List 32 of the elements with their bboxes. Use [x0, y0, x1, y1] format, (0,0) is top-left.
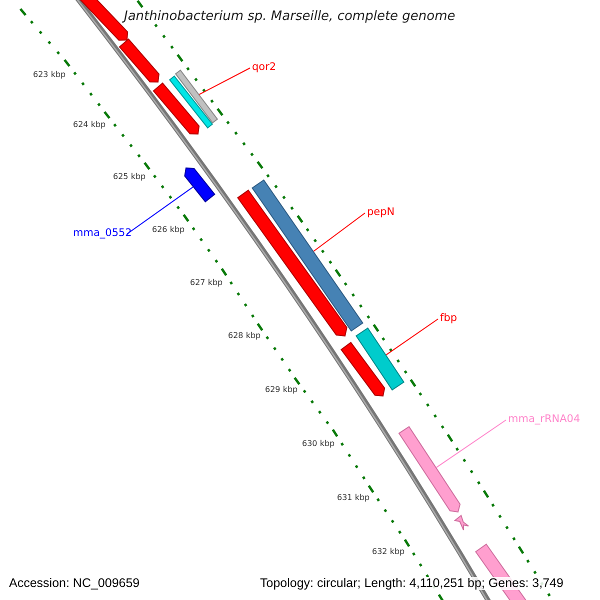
gene-label: qor2	[252, 62, 276, 72]
gene-feature	[454, 514, 469, 530]
gene-label: pepN	[367, 207, 395, 218]
tick-label: 625 kbp	[113, 173, 146, 181]
leader-line	[126, 186, 194, 234]
gene-feature	[174, 69, 218, 124]
tick-label: 626 kbp	[152, 226, 185, 234]
tick-label: 628 kbp	[228, 332, 261, 340]
tick-label: 624 kbp	[73, 121, 106, 129]
gene-feature	[118, 38, 160, 82]
gene-label: mma_0552	[73, 228, 132, 238]
gene-feature	[398, 426, 461, 513]
gene-feature	[184, 167, 216, 202]
leader-line	[313, 212, 366, 252]
gene-label: fbp	[440, 313, 458, 324]
leader-line	[386, 318, 438, 356]
tick-label: 627 kbp	[190, 279, 223, 287]
tick-label: 632 kbp	[372, 548, 405, 556]
gene-feature	[355, 327, 405, 391]
gene-feature	[252, 179, 364, 332]
gene-feature	[340, 342, 386, 397]
accession-text: Accession: NC_009659	[9, 577, 140, 590]
leader-line	[436, 420, 506, 468]
gene-label: mma_rRNA04	[508, 414, 580, 424]
tick-label: 629 kbp	[265, 386, 298, 394]
tick-label: 631 kbp	[337, 494, 370, 502]
gene-feature	[152, 82, 200, 135]
title: Janthinobacterium sp. Marseille, complete genome	[124, 10, 456, 23]
genome-info-text: Topology: circular; Length: 4,110,251 bp; Genes: 3,749	[260, 577, 564, 590]
tick-label: 623 kbp	[33, 71, 66, 79]
tick-label: 630 kbp	[302, 440, 335, 448]
gene-feature	[168, 75, 214, 129]
